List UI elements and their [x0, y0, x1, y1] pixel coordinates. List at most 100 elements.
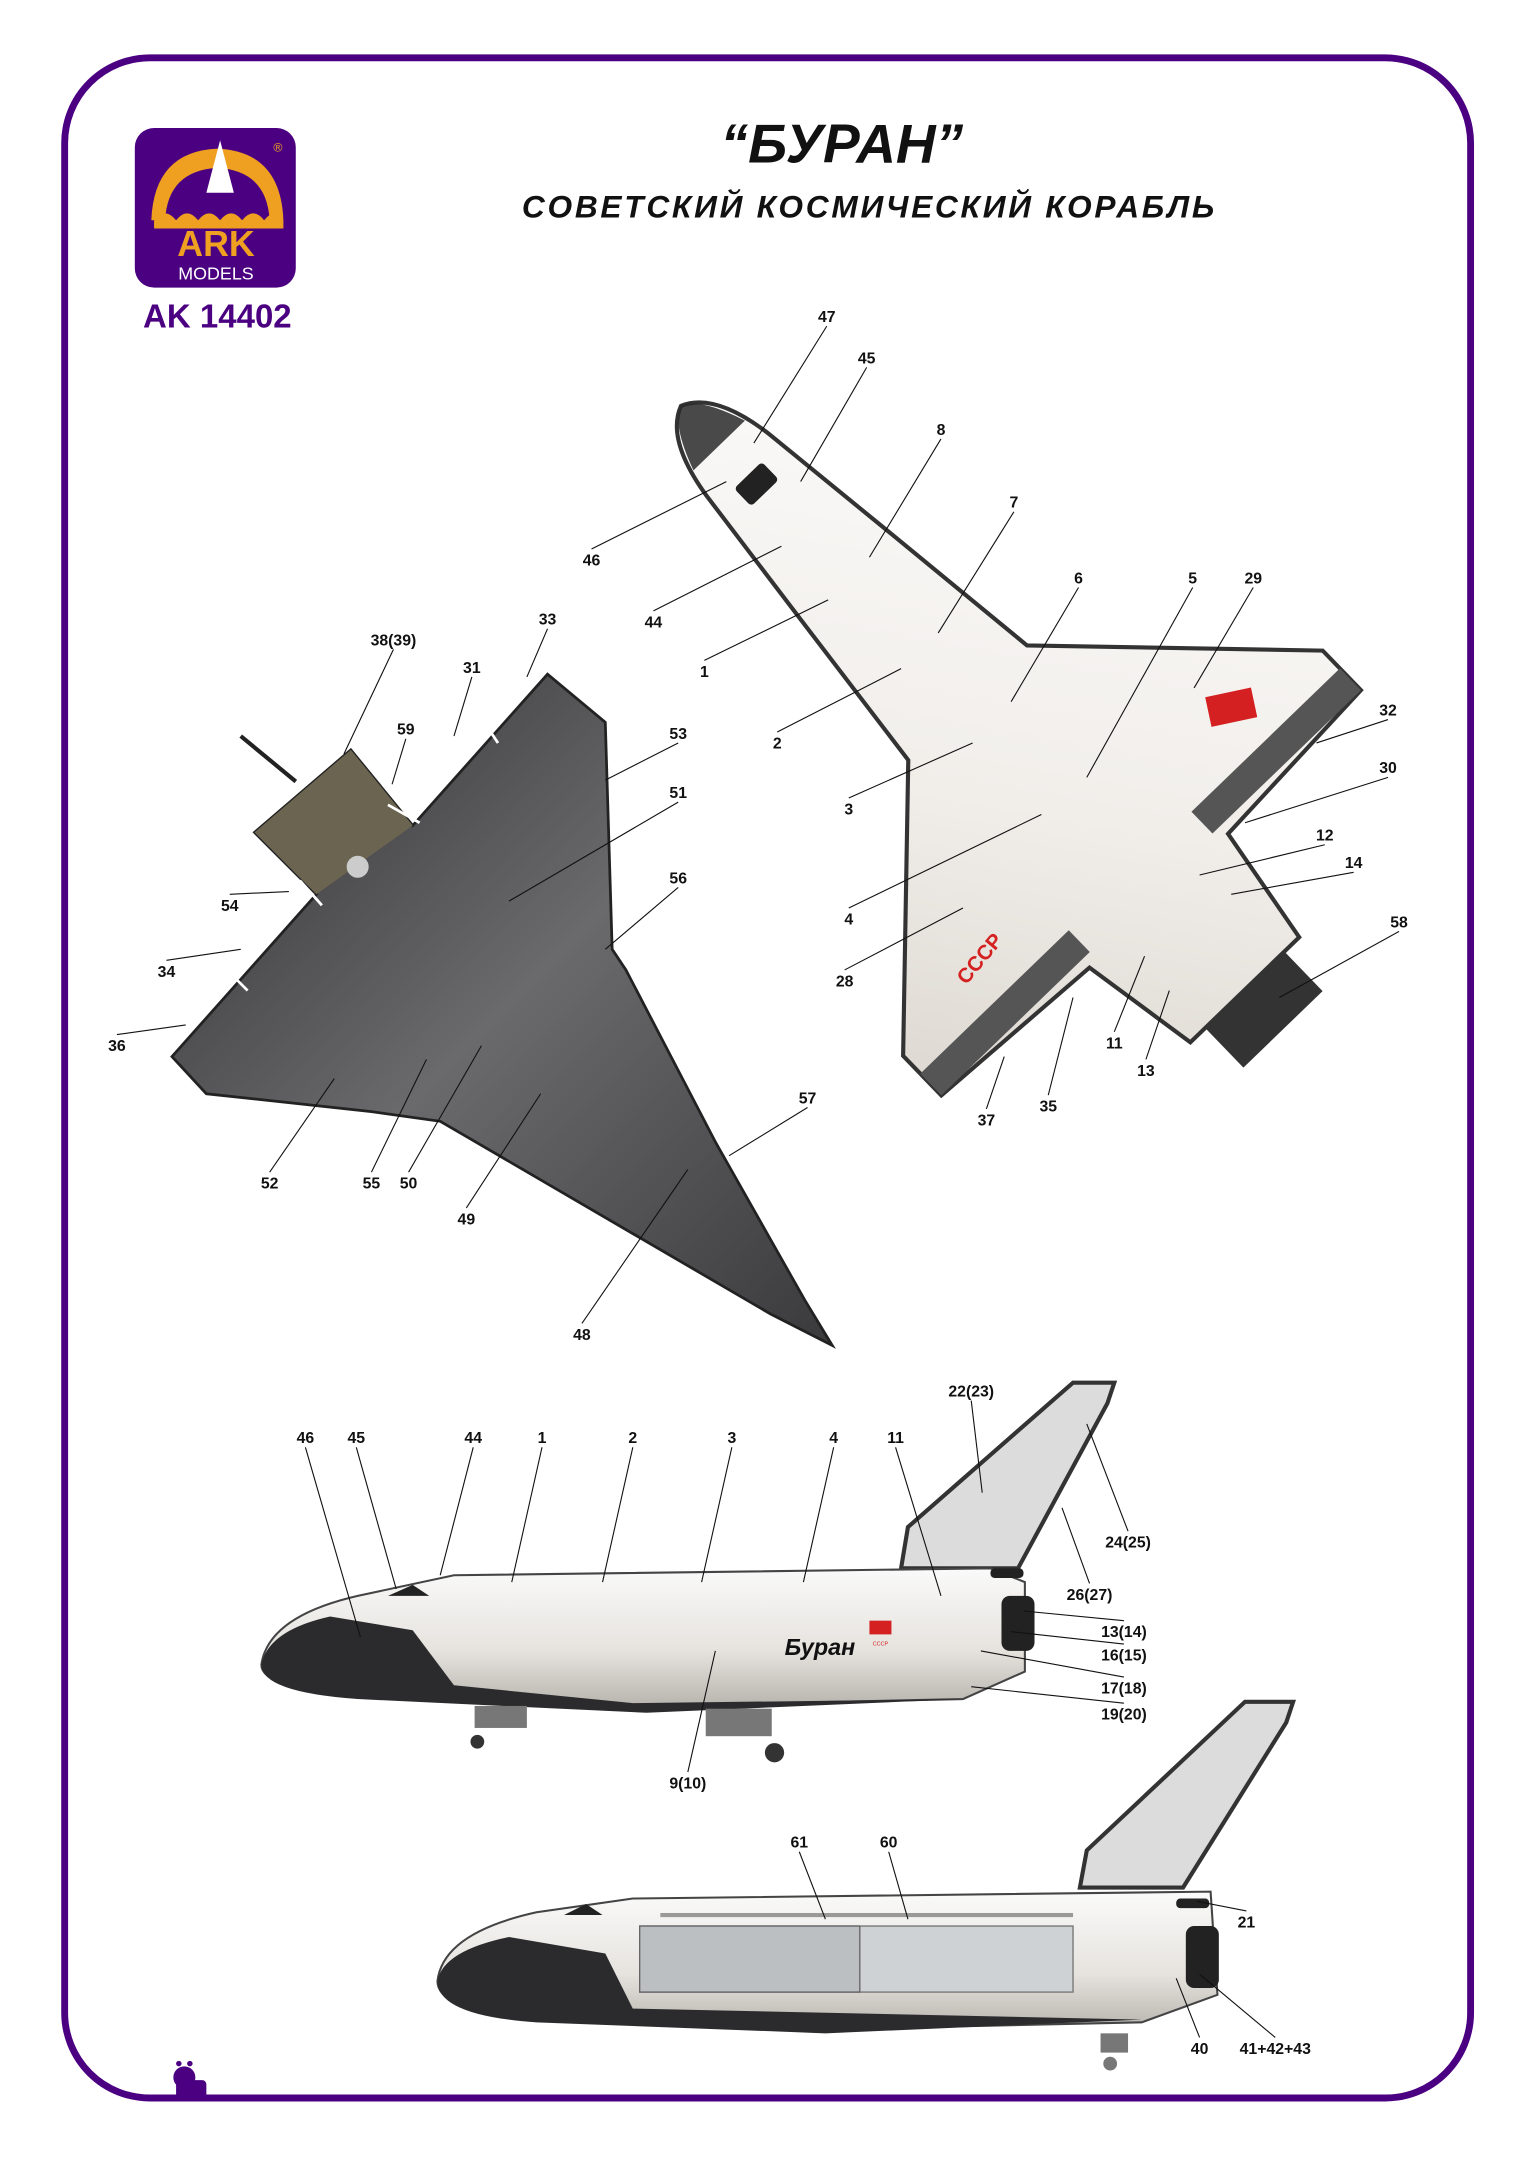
callout-top-view: 2: [773, 735, 782, 752]
leader-line: [1047, 997, 1074, 1096]
leader-line: [1086, 587, 1194, 778]
callout-bottom-view: 33: [539, 612, 557, 629]
callout-bottom-view: 34: [158, 964, 176, 981]
callout-top-view: 12: [1316, 828, 1334, 845]
leader-line: [1316, 719, 1389, 744]
leader-line: [526, 628, 549, 678]
flag-icon-side: [869, 1620, 892, 1635]
leader-line: [465, 1093, 542, 1209]
orbiter-top-view: [674, 400, 1364, 1099]
callout-side-view: 3: [727, 1430, 736, 1447]
leader-line: [1231, 871, 1354, 895]
callout-bottom-view: 36: [108, 1038, 126, 1055]
callout-bottom-view: 57: [799, 1090, 817, 1107]
callout-top-view: 45: [858, 350, 876, 367]
leader-line: [1175, 1978, 1201, 2038]
leader-line: [704, 599, 829, 661]
callout-bottom-view: 38(39): [371, 632, 417, 649]
leader-line: [1279, 930, 1400, 998]
flag-caption-side: СССР: [873, 1641, 889, 1647]
leader-line: [937, 511, 1015, 634]
callout-top-view: 37: [978, 1112, 996, 1129]
orbiter-bottom-view: [170, 672, 836, 1349]
callout-side-view: 46: [297, 1430, 315, 1447]
leader-line: [895, 1447, 942, 1597]
leader-line: [802, 1447, 835, 1583]
leader-line: [1011, 1631, 1124, 1645]
callout-side-view: 16(15): [1101, 1648, 1147, 1665]
leader-line: [1113, 955, 1146, 1033]
callout-top-view: 29: [1244, 570, 1262, 587]
orbiter-side-view-open-bay: [436, 1699, 1296, 2071]
leader-line: [511, 1447, 543, 1583]
callout-side-view-open: 21: [1238, 1914, 1256, 1931]
callout-bottom-view: 55: [363, 1176, 381, 1193]
callout-top-view: 14: [1345, 855, 1363, 872]
leader-line: [343, 649, 394, 755]
leader-line: [116, 1024, 186, 1036]
leader-line: [653, 545, 782, 612]
leader-line: [844, 907, 964, 971]
leader-line: [800, 367, 868, 482]
callout-side-view-open: 41+42+43: [1240, 2041, 1311, 2058]
callout-top-view: 11: [1106, 1035, 1123, 1052]
leader-line: [1196, 1900, 1247, 1912]
leader-line: [1086, 1423, 1129, 1532]
callout-top-view: 1: [700, 664, 709, 681]
leader-line: [304, 1447, 361, 1638]
page-frame: [61, 54, 1475, 2102]
logo-sub: MODELS: [178, 263, 254, 283]
leader-line: [687, 1650, 716, 1773]
callout-side-view: 4: [829, 1430, 838, 1447]
leader-line: [591, 481, 727, 550]
callout-side-view: 45: [348, 1430, 366, 1447]
leader-line: [888, 1851, 909, 1920]
leader-line: [166, 948, 241, 961]
leader-line: [1010, 587, 1080, 702]
leader-line: [971, 1686, 1124, 1704]
leader-line: [1193, 587, 1254, 689]
callout-bottom-view: 56: [669, 870, 687, 887]
callout-side-view: 22(23): [948, 1383, 994, 1400]
callout-side-view: 1: [538, 1430, 547, 1447]
callout-top-view: 35: [1039, 1099, 1057, 1116]
callout-top-view: 47: [818, 309, 836, 326]
leader-line: [229, 890, 289, 895]
page-title: “БУРАН”: [721, 112, 964, 174]
callout-side-view: 44: [464, 1430, 482, 1447]
callout-bottom-view: 50: [400, 1176, 418, 1193]
callout-side-view: 2: [628, 1430, 637, 1447]
leader-line: [408, 1045, 482, 1173]
callout-bottom-view: 48: [573, 1327, 591, 1344]
leader-line: [439, 1447, 474, 1576]
leader-line: [370, 1059, 427, 1173]
leader-line: [868, 438, 942, 558]
logo-registered: ®: [273, 140, 282, 154]
callout-top-view: 6: [1074, 570, 1083, 587]
leader-line: [605, 742, 679, 781]
callout-side-view: 13(14): [1101, 1624, 1147, 1641]
callout-top-view: 28: [836, 973, 854, 990]
callout-top-view: 5: [1188, 570, 1197, 587]
leader-line: [269, 1078, 335, 1173]
cow-icon: [173, 2060, 207, 2100]
leader-line: [604, 886, 679, 950]
callout-bottom-view: 49: [458, 1211, 476, 1228]
callout-top-view: 8: [937, 422, 946, 439]
leader-line: [970, 1400, 983, 1493]
callout-side-view: 19(20): [1101, 1707, 1147, 1724]
callout-bottom-view: 59: [397, 722, 415, 739]
leader-line: [602, 1447, 634, 1583]
leader-line: [980, 1650, 1125, 1678]
orbiter-side-view: Буран СССР: [260, 1380, 1118, 1763]
callout-side-view-open: 60: [880, 1835, 898, 1852]
callout-bottom-view: 54: [221, 898, 239, 915]
leader-line: [1061, 1507, 1091, 1584]
callout-side-view: 26(27): [1067, 1587, 1113, 1604]
callout-side-view: 11: [887, 1430, 904, 1447]
callout-bottom-view: 53: [669, 726, 687, 743]
leader-line: [798, 1851, 826, 1920]
callout-top-view: 58: [1390, 914, 1408, 931]
callout-top-view: 4: [844, 912, 853, 929]
